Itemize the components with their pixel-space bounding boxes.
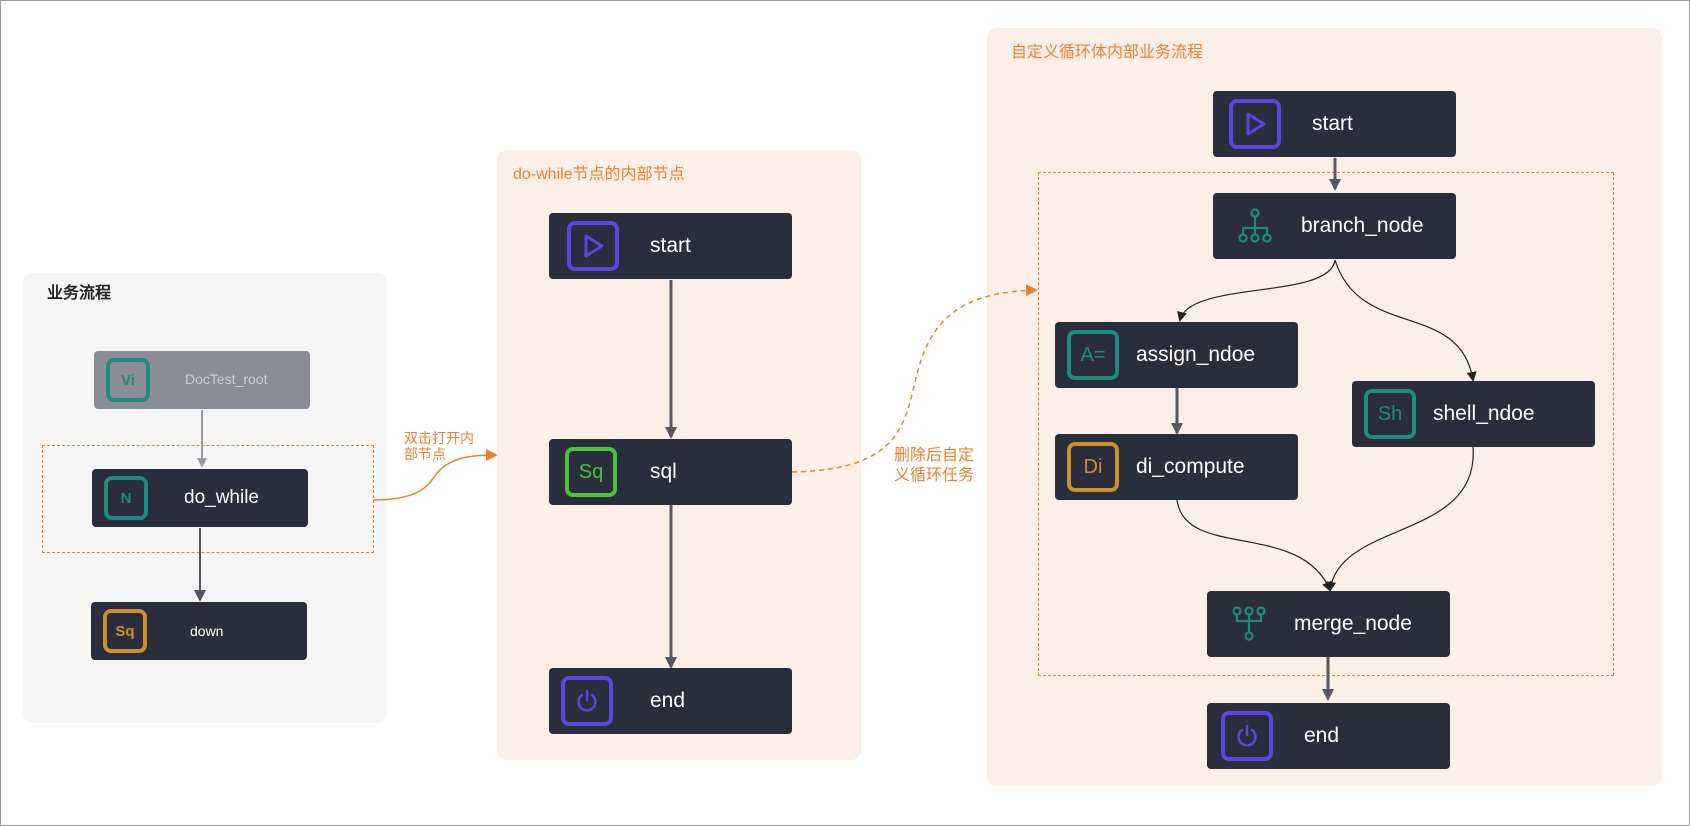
- note-delete-custom: 删除后自定 义循环任务: [894, 446, 974, 486]
- workflow-panel-title: 业务流程: [47, 285, 112, 302]
- node-do-while[interactable]: N do_while: [92, 469, 308, 527]
- sq-icon: Sq: [103, 609, 147, 653]
- node-shell[interactable]: Sh shell_ndoe: [1352, 381, 1595, 447]
- n-icon: N: [104, 476, 148, 520]
- node-assign-label: assign_ndoe: [1136, 343, 1256, 366]
- node-di-compute[interactable]: Di di_compute: [1055, 434, 1298, 500]
- edge-delete-custom: [791, 284, 1038, 473]
- edge-shell-to-merge: [1326, 446, 1474, 592]
- note-double-click-line1: 双击打开内: [404, 430, 474, 446]
- note-delete-custom-line2: 义循环任务: [894, 467, 975, 484]
- node-custom-end[interactable]: end: [1207, 703, 1450, 769]
- node-assign[interactable]: A= assign_ndoe: [1055, 322, 1298, 388]
- node-inner-end-label: end: [650, 689, 686, 712]
- node-custom-start-label: start: [1312, 112, 1353, 135]
- node-doctest-root-label: DocTest_root: [185, 371, 268, 387]
- node-inner-sql[interactable]: Sq sql: [549, 439, 792, 505]
- vi-icon: Vi: [106, 358, 150, 402]
- node-di-compute-label: di_compute: [1136, 455, 1245, 478]
- play-icon: [567, 221, 619, 271]
- node-down-label: down: [190, 623, 224, 639]
- merge-tree-icon: [1227, 601, 1271, 647]
- edge-di-to-merge: [1176, 499, 1332, 592]
- node-custom-end-label: end: [1304, 724, 1340, 747]
- node-down[interactable]: Sq down: [91, 602, 307, 660]
- custom-loop-panel-title: 自定义循环体内部业务流程: [1011, 44, 1204, 61]
- dowhile-inner-panel-title: do-while节点的内部节点: [513, 166, 685, 183]
- node-custom-start[interactable]: start: [1213, 91, 1456, 157]
- edge-branch-to-assign: [1177, 259, 1336, 322]
- power-icon: [1221, 711, 1273, 761]
- branch-tree-icon: [1233, 203, 1277, 249]
- node-merge-label: merge_node: [1294, 612, 1412, 635]
- node-doctest-root[interactable]: Vi DocTest_root: [94, 351, 310, 409]
- node-inner-end[interactable]: end: [549, 668, 792, 734]
- edge-open-inner: [372, 449, 498, 501]
- node-inner-start-label: start: [650, 234, 691, 257]
- node-branch-label: branch_node: [1301, 214, 1424, 237]
- node-merge[interactable]: merge_node: [1207, 591, 1450, 657]
- node-branch[interactable]: branch_node: [1213, 193, 1456, 259]
- power-icon: [561, 676, 613, 726]
- sq-icon: Sq: [565, 447, 617, 497]
- edge-branch-to-shell: [1334, 259, 1477, 382]
- di-icon: Di: [1067, 442, 1119, 492]
- node-shell-label: shell_ndoe: [1433, 402, 1535, 425]
- assign-icon: A=: [1067, 330, 1119, 380]
- custom-loop-selection-box: [1038, 172, 1614, 676]
- note-double-click: 双击打开内 部节点: [404, 430, 474, 462]
- note-delete-custom-line1: 删除后自定: [894, 447, 975, 464]
- dowhile-selection-box: [42, 445, 374, 553]
- sh-icon: Sh: [1364, 389, 1416, 439]
- node-inner-start[interactable]: start: [549, 213, 792, 279]
- node-do-while-label: do_while: [184, 487, 259, 508]
- note-double-click-line2: 部节点: [404, 446, 446, 462]
- node-inner-sql-label: sql: [650, 460, 677, 483]
- play-icon: [1229, 99, 1281, 149]
